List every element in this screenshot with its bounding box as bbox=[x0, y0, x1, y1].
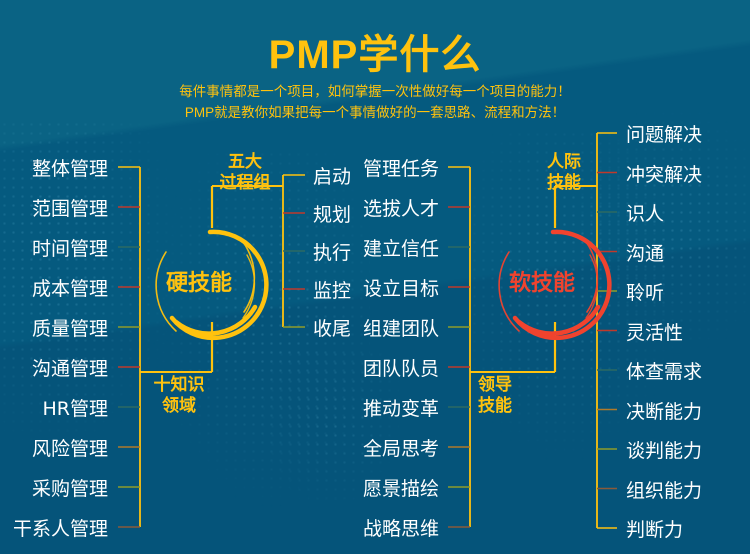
leadership-skills-item[interactable]: 愿景描绘 bbox=[362, 478, 439, 500]
page-title: PMP学什么 bbox=[268, 33, 482, 77]
process-groups-item[interactable]: 收尾 bbox=[313, 318, 352, 340]
process-groups-item[interactable]: 监控 bbox=[313, 280, 352, 302]
leadership-skills-item[interactable]: 团队队员 bbox=[362, 358, 439, 380]
knowledge-areas-item[interactable]: 沟通管理 bbox=[31, 358, 108, 380]
interpersonal-skills-item[interactable]: 灵活性 bbox=[626, 321, 684, 344]
leadership-skills-item[interactable]: 设立目标 bbox=[362, 278, 439, 300]
interpersonal-skills-item[interactable]: 聆听 bbox=[626, 282, 665, 304]
knowledge-areas-item[interactable]: 整体管理 bbox=[31, 158, 108, 180]
leadership-skills-item[interactable]: 推动变革 bbox=[362, 398, 439, 420]
knowledge-areas-caption: 十知识 领域 bbox=[136, 375, 222, 417]
knowledge-areas-item[interactable]: 范围管理 bbox=[31, 198, 108, 220]
interpersonal-skills-item[interactable]: 识人 bbox=[626, 203, 665, 225]
soft-skill-ring bbox=[498, 229, 612, 341]
interpersonal-skills-item[interactable]: 体查需求 bbox=[626, 361, 703, 383]
subtitle-line-1: 每件事情都是一个项目，如何掌握一次性做好每一个项目的能力！ bbox=[179, 84, 571, 99]
process-groups-item[interactable]: 启动 bbox=[313, 166, 352, 188]
subtitle-line-2: PMP就是教你如果把每一个事情做好的一套思路、流程和方法！ bbox=[184, 105, 566, 120]
knowledge-areas-item[interactable]: 风险管理 bbox=[31, 438, 108, 460]
hard-skill-hub-label: 硬技能 bbox=[166, 271, 233, 296]
leadership-skills-item[interactable]: 管理任务 bbox=[362, 158, 439, 180]
knowledge-areas-item[interactable]: HR管理 bbox=[42, 398, 109, 420]
leadership-skills-item[interactable]: 选拔人才 bbox=[362, 198, 439, 220]
knowledge-areas-item[interactable]: 成本管理 bbox=[31, 278, 108, 300]
caption-line-2: 过程组 bbox=[219, 173, 271, 193]
interpersonal-skills-item[interactable]: 判断力 bbox=[626, 519, 684, 541]
knowledge-areas-item[interactable]: 采购管理 bbox=[31, 478, 108, 500]
interpersonal-skills-item[interactable]: 冲突解决 bbox=[626, 163, 703, 186]
interpersonal-skills-item[interactable]: 组织能力 bbox=[626, 479, 703, 502]
hard-skill-ring bbox=[155, 229, 269, 341]
interpersonal-skills-item[interactable]: 问题解决 bbox=[626, 124, 703, 146]
knowledge-areas-item[interactable]: 干系人管理 bbox=[12, 518, 108, 540]
knowledge-areas-item[interactable]: 质量管理 bbox=[31, 318, 108, 340]
interpersonal-skills-item[interactable]: 决断能力 bbox=[626, 400, 703, 423]
leadership-skills-item[interactable]: 全局思考 bbox=[362, 438, 439, 460]
caption-line-1: 领导 bbox=[478, 375, 512, 395]
caption-line-2: 技能 bbox=[547, 173, 581, 193]
process-groups-item[interactable]: 规划 bbox=[313, 204, 352, 226]
caption-line-1: 十知识 bbox=[153, 375, 205, 395]
caption-line-2: 技能 bbox=[478, 396, 512, 416]
leadership-skills-item[interactable]: 组建团队 bbox=[362, 318, 439, 340]
leadership-skills-item[interactable]: 战略思维 bbox=[362, 518, 439, 540]
soft-skill-hub-label: 软技能 bbox=[509, 271, 576, 296]
leadership-skills-caption: 领导 技能 bbox=[478, 375, 538, 417]
interpersonal-skills-item[interactable]: 谈判能力 bbox=[626, 440, 703, 462]
process-groups-item[interactable]: 执行 bbox=[313, 242, 352, 264]
process-groups-caption: 五大 过程组 bbox=[206, 152, 284, 194]
knowledge-areas-item[interactable]: 时间管理 bbox=[31, 238, 108, 260]
leadership-skills-item[interactable]: 建立信任 bbox=[362, 238, 439, 260]
interpersonal-skills-caption: 人际 技能 bbox=[547, 152, 601, 194]
interpersonal-skills-item[interactable]: 沟通 bbox=[626, 242, 665, 265]
caption-line-2: 领域 bbox=[162, 396, 196, 416]
caption-line-1: 人际 bbox=[547, 152, 581, 172]
caption-line-1: 五大 bbox=[228, 152, 262, 172]
